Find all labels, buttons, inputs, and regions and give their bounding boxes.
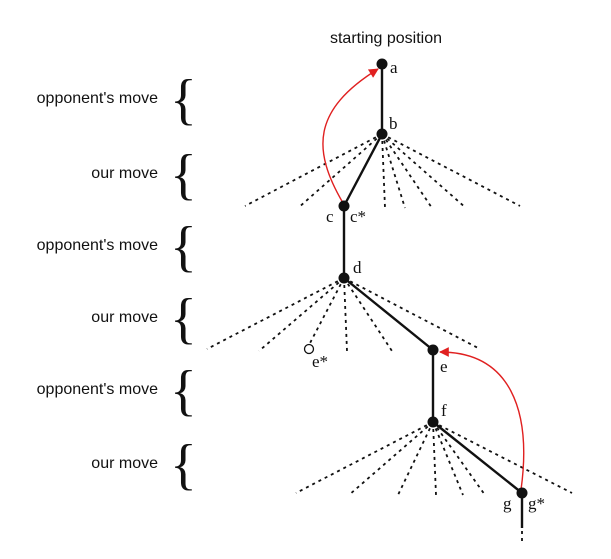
node-d	[338, 272, 350, 284]
level-label-2: our move	[91, 165, 158, 182]
backup-arrows	[322, 68, 525, 491]
dotted-branch	[308, 277, 345, 346]
level-brace-1: {	[170, 69, 197, 131]
node-g	[516, 487, 528, 499]
backup-arrow-c-to-a	[322, 68, 379, 204]
level-brace-6: {	[170, 434, 197, 496]
dotted-branch	[297, 133, 383, 209]
edge-b-c	[342, 133, 384, 207]
node-f	[427, 416, 439, 428]
dotted-branch	[343, 277, 393, 352]
branches-from-b	[244, 133, 521, 209]
nodes	[303, 58, 528, 499]
node-labels: a b c c* d e e* f g g*	[312, 58, 545, 513]
node-c	[338, 200, 350, 212]
dotted-branch	[397, 421, 434, 496]
level-label-4: our move	[91, 309, 158, 326]
node-label-d: d	[353, 258, 362, 277]
node-label-g: g	[503, 494, 512, 513]
dotted-branch	[343, 277, 481, 350]
node-a	[376, 58, 388, 70]
edge-f-g	[432, 421, 523, 494]
dotted-branch	[432, 421, 464, 496]
branches-from-d	[206, 277, 481, 352]
dotted-branch	[381, 133, 433, 209]
level-brace-2: {	[170, 144, 197, 206]
level-label-5: opponent's move	[37, 381, 158, 398]
level-label-3: opponent's move	[37, 237, 158, 254]
dotted-branch	[348, 421, 434, 496]
dotted-branch	[381, 133, 521, 207]
level-brace-5: {	[170, 360, 197, 422]
diagram-title: starting position	[330, 30, 442, 47]
main-line	[342, 64, 524, 545]
dotted-branch	[381, 133, 467, 209]
branches-from-f	[295, 421, 573, 496]
level-brace-3: {	[170, 216, 197, 278]
node-e	[427, 344, 439, 356]
dotted-branch	[432, 421, 486, 496]
node-b	[376, 128, 388, 140]
level-label-6: our move	[91, 455, 158, 472]
dotted-branch	[258, 277, 345, 352]
dotted-branch	[244, 133, 383, 207]
node-label-c: c	[326, 207, 334, 226]
dotted-branch	[381, 133, 406, 209]
dotted-branch	[381, 133, 386, 209]
dotted-branch	[295, 421, 434, 494]
level-label-1: opponent's move	[37, 90, 158, 107]
level-labels: opponent's move { our move { opponent's …	[37, 69, 197, 496]
node-label-e: e	[440, 357, 448, 376]
node-e-star	[303, 343, 315, 355]
node-label-f: f	[441, 401, 447, 420]
node-label-g-star: g*	[528, 494, 545, 513]
node-label-b: b	[389, 114, 398, 133]
dotted-branch	[343, 277, 348, 352]
node-label-c-star: c*	[350, 207, 366, 226]
node-label-a: a	[390, 58, 398, 77]
dotted-branch	[432, 421, 437, 496]
level-brace-4: {	[170, 288, 197, 350]
backup-arrow-g-to-e	[439, 347, 525, 491]
edge-d-e	[343, 277, 434, 351]
node-label-e-star: e*	[312, 352, 328, 371]
dotted-branch	[432, 421, 573, 494]
dotted-branch	[206, 277, 345, 350]
